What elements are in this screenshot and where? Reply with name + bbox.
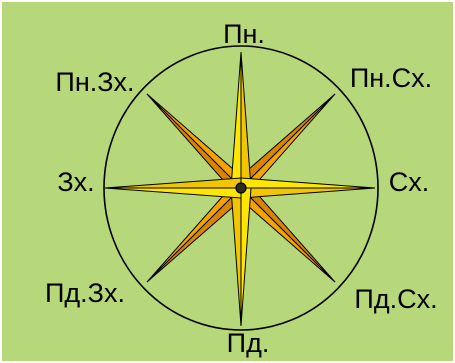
compass-center bbox=[236, 183, 246, 193]
north-ray-light bbox=[231, 52, 241, 188]
north-east-label: Пн.Сх. bbox=[350, 63, 432, 93]
northeast-ray-dark bbox=[241, 94, 335, 188]
north-label: Пн. bbox=[223, 19, 265, 49]
west-ray-light bbox=[105, 188, 241, 198]
south-ray-dark bbox=[231, 188, 241, 326]
south-ray-light bbox=[241, 188, 251, 326]
east-ray-dark bbox=[241, 188, 375, 198]
south-east-label: Пд.Сх. bbox=[354, 284, 437, 314]
east-ray-light bbox=[241, 178, 375, 188]
south-label: Пд. bbox=[227, 328, 270, 358]
east-label: Сх. bbox=[389, 167, 430, 197]
north-west-label: Пн.Зх. bbox=[55, 67, 134, 97]
north-ray-dark bbox=[241, 52, 251, 188]
northwest-ray-dark bbox=[147, 94, 241, 188]
west-ray-dark bbox=[105, 178, 241, 188]
west-label: Зх. bbox=[57, 167, 94, 197]
south-west-label: Пд.Зх. bbox=[45, 278, 125, 308]
southwest-ray-dark bbox=[147, 188, 241, 282]
southeast-ray-dark bbox=[241, 188, 335, 282]
